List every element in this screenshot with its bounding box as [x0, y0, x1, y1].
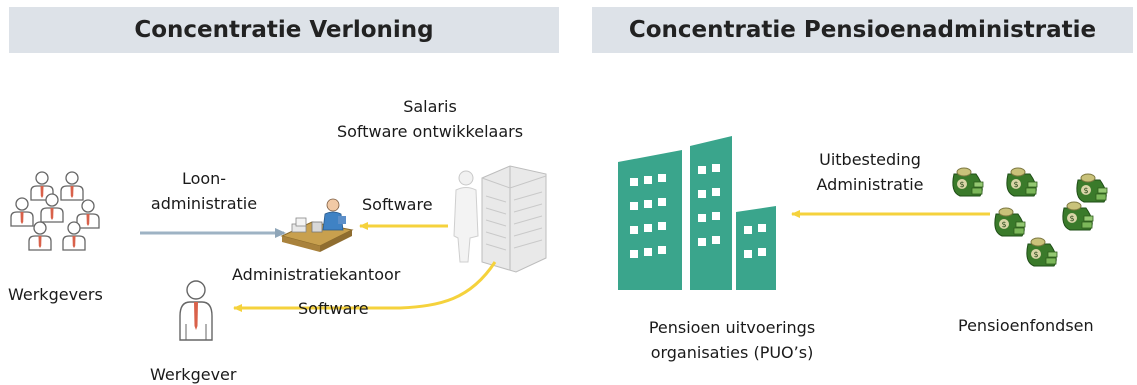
software-label-bottom: Software — [298, 299, 369, 318]
pensioenfondsen-moneybags-icon — [952, 167, 1108, 267]
salaris-software-server-icon — [453, 165, 547, 273]
puo-label-line1: Pensioen uitvoerings — [648, 318, 816, 337]
werkgever-label: Werkgever — [150, 365, 237, 384]
werkgevers-label: Werkgevers — [8, 285, 103, 304]
header-left: Concentratie Verloning — [9, 7, 559, 53]
vendor-label-line1: Salaris — [403, 97, 457, 116]
puo-buildings-icon — [618, 136, 776, 290]
werkgever-icon — [179, 280, 213, 341]
administratiekantoor-label: Administratiekantoor — [232, 265, 401, 284]
outsource-label-line2: Administratie — [816, 175, 924, 194]
werkgevers-group-icon — [10, 171, 100, 251]
loon-label-line1: Loon- — [181, 169, 227, 188]
puo-label-line2: organisaties (PUO’s) — [650, 343, 814, 362]
loon-label-line2: administratie — [150, 194, 258, 213]
header-right: Concentratie Pensioenadministratie — [592, 7, 1133, 53]
pensioenfondsen-label: Pensioenfondsen — [958, 316, 1094, 335]
software-arrow-bottom — [233, 261, 497, 312]
software-label-top: Software — [362, 195, 433, 214]
outsource-label-line1: Uitbesteding — [819, 150, 921, 169]
administratiekantoor-icon — [280, 198, 354, 252]
vendor-label-line2: Software ontwikkelaars — [336, 122, 524, 141]
